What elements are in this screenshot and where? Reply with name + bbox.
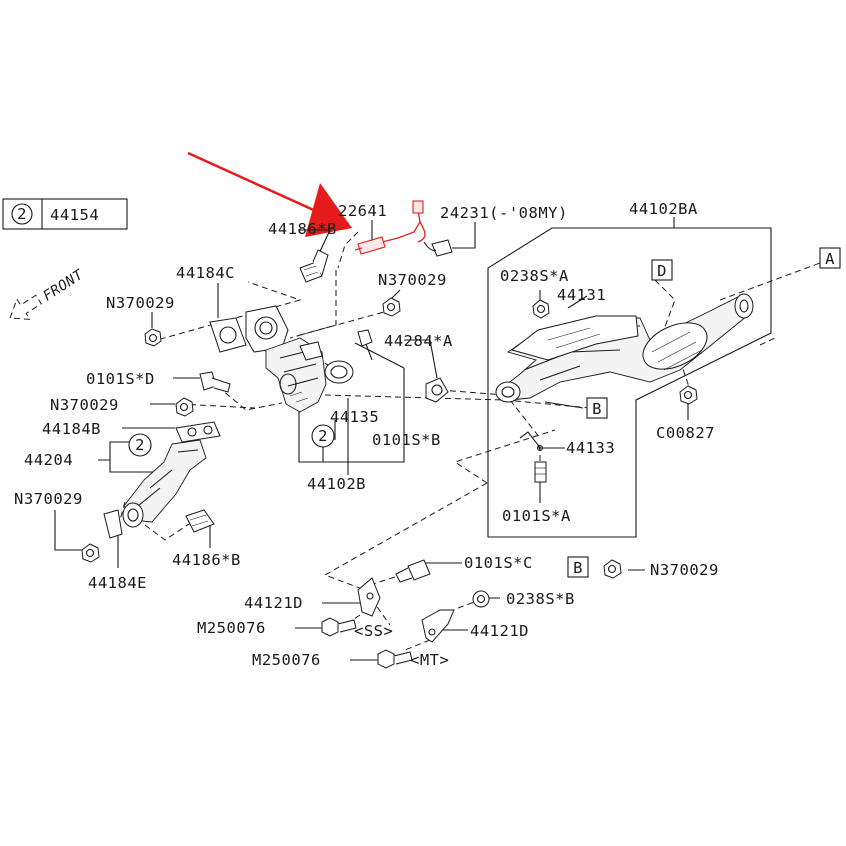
label-n370029-l3: N370029: [14, 490, 83, 508]
label-0101sd: 0101S*D: [86, 370, 155, 388]
label-44102b: 44102B: [307, 475, 366, 493]
gasket-44284a: [425, 377, 449, 403]
label-44102ba: 44102BA: [629, 200, 698, 218]
ref-box-d: D: [651, 259, 673, 281]
label-m250076-2: M250076: [252, 651, 321, 669]
ref-box-b2: B: [567, 556, 589, 578]
label-44184e: 44184E: [88, 574, 147, 592]
label-n370029-mid: N370029: [378, 271, 447, 289]
label-n370029-left: N370029: [106, 294, 175, 312]
nut-0238sb: [472, 590, 490, 608]
legend-ref-number: 2: [17, 205, 27, 223]
ref-circle-1: 2: [128, 433, 152, 457]
bracket-44121d-left: [357, 577, 381, 617]
bolt-0101sd: [199, 371, 231, 393]
legend-box: 2 44154: [2, 198, 128, 230]
svg-text:A: A: [825, 250, 835, 268]
label-44204: 44204: [24, 451, 73, 469]
front-pipe-44102b: [265, 337, 327, 413]
nut-0238sa: [532, 299, 550, 319]
label-44186b-top: 44186*B: [268, 220, 337, 238]
bolt-m250076-1: [321, 617, 357, 637]
label-44121d-left: 44121D: [244, 594, 303, 612]
label-44184b: 44184B: [42, 420, 101, 438]
nut-n370029-l2: [175, 397, 194, 417]
front-label: FRONT: [40, 266, 87, 304]
red-pointer-arrow-icon: [187, 151, 352, 237]
ref-box-a: A: [819, 247, 841, 269]
label-44284a: 44284*A: [384, 332, 453, 350]
bolt-44186b-bottom: [185, 509, 215, 533]
label-44135: 44135: [330, 408, 379, 426]
nut-n370029-left: [144, 328, 162, 347]
svg-text:2: 2: [135, 436, 145, 454]
label-m250076-1: M250076: [197, 619, 266, 637]
bolt-44186b-top: [299, 249, 329, 283]
bolt-0101sc: [395, 559, 431, 583]
harness-clip-24231: [423, 239, 453, 257]
gasket-44184b: [175, 421, 221, 443]
nut-n370029-l3: [81, 543, 100, 563]
label-ss: <SS>: [354, 622, 393, 640]
label-0101sc: 0101S*C: [464, 554, 533, 572]
label-24231: 24231(-'08MY): [440, 204, 568, 222]
bolt-m250076-2: [377, 649, 413, 669]
label-44186b-bottom: 44186*B: [172, 551, 241, 569]
heat-shield-44131: [510, 315, 639, 361]
gasket-44184c: [209, 317, 247, 353]
bolt-0101sa: [534, 461, 547, 483]
nut-n370029-right: [603, 559, 622, 579]
bracket-44133: [519, 431, 544, 452]
bolt-0101sb: [357, 329, 373, 361]
label-22641: 22641: [338, 202, 387, 220]
legend-part-number: 44154: [50, 206, 99, 224]
label-44133: 44133: [566, 439, 615, 457]
label-0238sa: 0238S*A: [500, 267, 569, 285]
front-pipe-44204: [122, 439, 207, 528]
label-n370029-right: N370029: [650, 561, 719, 579]
label-mt: <MT>: [410, 651, 449, 669]
svg-text:B: B: [573, 559, 583, 577]
front-arrow-icon: FRONT: [9, 266, 87, 320]
bracket-44121d-right: [421, 609, 455, 643]
nut-n370029-mid: [382, 297, 401, 317]
label-0101sb: 0101S*B: [372, 431, 441, 449]
oxygen-sensor-22641: [354, 200, 426, 255]
label-n370029-l2: N370029: [50, 396, 119, 414]
label-44131: 44131: [557, 286, 606, 304]
nut-c00827: [679, 385, 698, 405]
label-0238sb: 0238S*B: [506, 590, 575, 608]
svg-text:2: 2: [318, 427, 328, 445]
label-44121d-right: 44121D: [470, 622, 529, 640]
svg-text:B: B: [592, 400, 602, 418]
label-0101sa: 0101S*A: [502, 507, 571, 525]
gasket-44135: [324, 360, 354, 384]
gasket-44184e: [103, 509, 123, 539]
label-44184c: 44184C: [176, 264, 235, 282]
svg-text:D: D: [657, 262, 667, 280]
ref-box-b: B: [586, 397, 608, 419]
ref-circle-2: 2: [311, 424, 335, 448]
label-c00827: C00827: [656, 424, 715, 442]
